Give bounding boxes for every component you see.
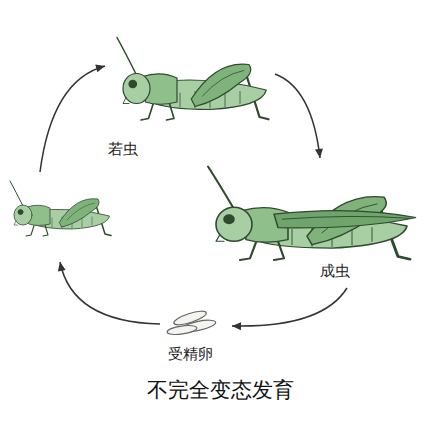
egg [167, 324, 198, 336]
stage-node: 若虫 [105, 36, 275, 164]
eggs [167, 308, 217, 336]
stage-label: 受精卵 [168, 345, 213, 363]
arrow-head [232, 322, 241, 330]
arrow-head [58, 262, 66, 272]
stage-label: 成虫 [320, 262, 350, 280]
stage-node: 成虫 [210, 158, 422, 286]
adult-wing [274, 211, 416, 228]
stage-node: 受精卵 [160, 300, 232, 366]
cycle-arrow [275, 74, 320, 158]
small-nymph [10, 181, 111, 236]
large-nymph [117, 38, 269, 121]
cycle-arrow [232, 288, 347, 326]
stage-label: 若虫 [108, 140, 138, 158]
diagram-title: 不完全变态发育 [147, 378, 294, 403]
arrow-head [95, 64, 105, 72]
arrow-head [315, 149, 323, 158]
cycle-arrow [40, 66, 160, 324]
